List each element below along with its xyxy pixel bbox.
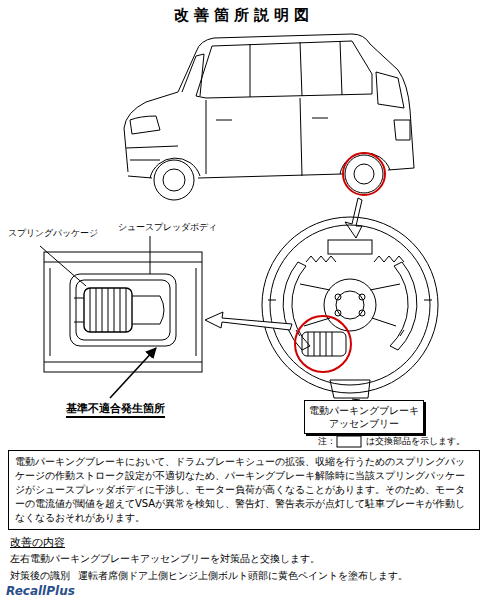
drum-brake [262,217,438,398]
body-text: 左右電動パーキングブレーキアッセンブリーを対策品と交換します。 [10,553,320,565]
note-label: は交換部品を示します。 [366,436,465,447]
highlight-circle [343,153,385,195]
description-box: 電動パーキングブレーキにおいて、ドラムブレーキシューの拡張、収縮を行うためのスプ… [8,450,480,530]
sample-box [337,436,361,447]
body-text: 対策後の識別 [10,570,70,582]
leader-arrow [110,348,156,398]
body-text: 運転者席側ドア上側ヒンジ上側ボルト頭部に黄色ペイントを塗布します。 [78,570,408,582]
highlight-circle [295,316,351,372]
part-box: 電動パーキングブレーキ アッセンブリー [304,400,424,434]
defect-location: 基準不適合発生箇所 [66,402,165,418]
pointer-arrow [205,312,292,330]
spring-package [302,332,346,356]
section-heading: 改善の内容 [10,536,65,549]
watermark: RecallPlus [6,584,75,598]
note-label: 注： [318,436,336,447]
node-text: 電動パーキングブレーキにおいて、ドラムブレーキシューの拡張、収縮を行うためのスプ… [15,455,473,525]
diagram-title: 改善箇所説明図 [0,6,488,24]
leader-line [40,246,86,286]
car-drawing [124,34,414,200]
node-text: 電動パーキングブレーキ アッセンブリー [309,404,419,430]
part-label: シュースプレッダボディ [118,222,217,233]
part-label: スプリングパッケージ [8,228,98,239]
leader-line [150,236,151,274]
